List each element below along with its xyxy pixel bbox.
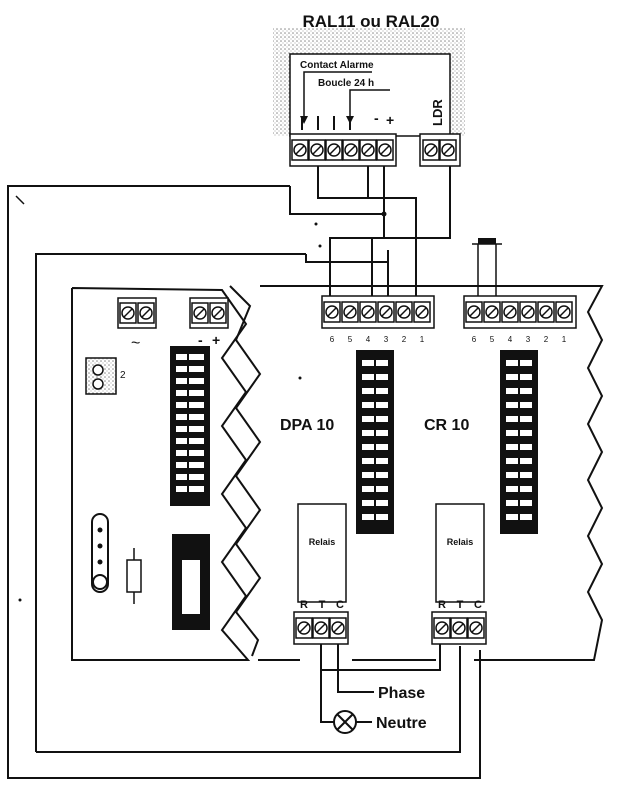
cr10-relay-label: Relais xyxy=(447,537,474,547)
cr10-term-2: 2 xyxy=(544,335,549,344)
dpa10-relay-t: T xyxy=(319,599,326,611)
dpa10-term-5: 5 xyxy=(348,335,353,344)
contact-alarm-label: Contact Alarme xyxy=(300,60,374,71)
dpa10-connector xyxy=(356,350,394,534)
dpa10-term-2: 2 xyxy=(402,335,407,344)
phase-wire xyxy=(337,644,374,693)
contact-alarm-line xyxy=(303,71,372,122)
cr10-term-4: 4 xyxy=(508,335,513,344)
cr10-top-component xyxy=(472,238,502,296)
fuse-mark: 2 xyxy=(120,370,126,381)
cr10-terminal-block xyxy=(463,295,577,329)
power-panel: ~ - + 2 xyxy=(18,285,302,661)
dc-terminal xyxy=(189,297,229,329)
dpa10-name: DPA 10 xyxy=(280,417,334,434)
loop-24h-line xyxy=(349,89,390,122)
ldr-label: LDR xyxy=(430,99,445,126)
ral-to-module-wires xyxy=(289,166,451,300)
ral-unit-label-box xyxy=(289,53,451,137)
rack-outline xyxy=(260,285,604,661)
dpa10-relay-r: R xyxy=(300,599,308,611)
cr10-term-1: 1 xyxy=(562,335,567,344)
inner-loop-bottom xyxy=(36,646,461,753)
module-cr10: 6 5 4 3 2 1 CR 10 Relais R T C xyxy=(424,238,577,645)
cr10-name: CR 10 xyxy=(424,417,469,434)
dpa10-relay xyxy=(297,503,347,603)
ral-unit: RAL11 ou RAL20 Contact Alarme Boucle 24 … xyxy=(273,12,465,167)
inner-loop-wire xyxy=(35,253,306,752)
dpa10-relay-label: Relais xyxy=(309,537,336,547)
dpa10-term-3: 3 xyxy=(384,335,389,344)
ral-pins xyxy=(301,116,351,130)
potentiometer xyxy=(91,513,109,593)
stray-dot xyxy=(298,376,302,380)
cr10-term-5: 5 xyxy=(490,335,495,344)
cr10-term-3: 3 xyxy=(526,335,531,344)
lamp-icon xyxy=(333,710,357,734)
outer-loop-wire xyxy=(7,185,481,779)
loop-24h-label: Boucle 24 h xyxy=(318,78,374,89)
dpa10-term-1: 1 xyxy=(420,335,425,344)
ral-unit-title: RAL11 ou RAL20 xyxy=(303,12,440,31)
phase-label: Phase xyxy=(378,685,425,702)
ral-plus-label: + xyxy=(386,112,394,128)
cr10-relay-c: C xyxy=(474,599,482,611)
neutral-label: Neutre xyxy=(376,715,427,732)
power-panel-outline xyxy=(71,287,251,661)
cr10-relay-terminal xyxy=(431,611,487,645)
dpa10-term-6: 6 xyxy=(330,335,335,344)
frame-tick xyxy=(15,195,25,205)
cr10-relay-r: R xyxy=(438,599,446,611)
cr10-relay xyxy=(435,503,485,603)
power-connector-strip xyxy=(170,346,210,506)
dpa10-relay-c: C xyxy=(336,599,344,611)
power-panel-break-line xyxy=(229,285,262,657)
ral-minus-label: - xyxy=(374,110,379,126)
ac-symbol: ~ xyxy=(131,335,140,352)
fuse-holder xyxy=(85,357,117,395)
dpa10-terminal-block xyxy=(321,295,435,329)
power-module-block xyxy=(172,534,210,630)
dpa10-relay-terminal xyxy=(293,611,349,645)
cr10-connector xyxy=(500,350,538,534)
resistor xyxy=(126,548,142,604)
module-dpa10: 6 5 4 3 2 1 DPA 10 Relais R T C xyxy=(280,295,435,645)
lamp-wire-left xyxy=(320,644,334,723)
load-wiring: Phase Neutre xyxy=(320,644,441,734)
cr10-term-6: 6 xyxy=(472,335,477,344)
dc-plus-label: + xyxy=(212,332,220,348)
ral-terminal-block xyxy=(289,133,397,167)
relay-link-wire xyxy=(321,644,441,671)
dpa10-term-4: 4 xyxy=(366,335,371,344)
ldr-terminal-block xyxy=(419,133,461,167)
ac-terminal xyxy=(117,297,157,329)
cr10-relay-t: T xyxy=(457,599,464,611)
dc-minus-label: - xyxy=(198,332,203,348)
